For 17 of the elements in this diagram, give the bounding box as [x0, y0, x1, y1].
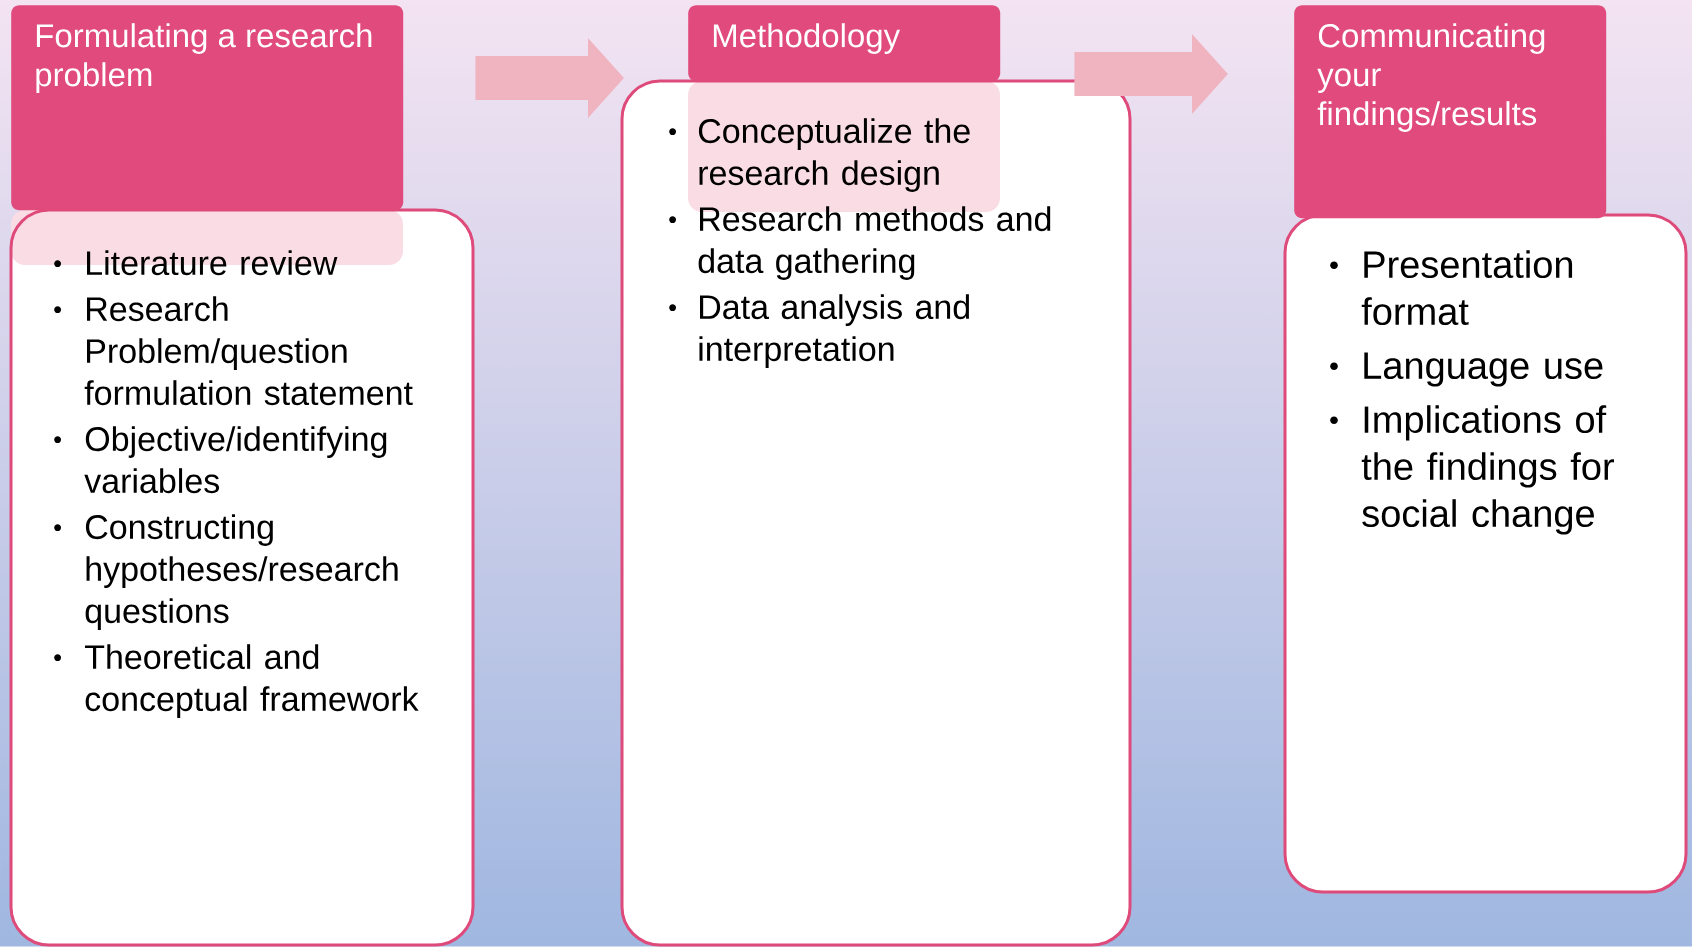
list-item: Data analysis and interpretation: [669, 294, 969, 368]
list-item: Objective/identifying variables: [54, 426, 387, 494]
list-item: Implications of the findings for social change: [1330, 405, 1614, 535]
list-item: Constructing hypotheses/research questions: [54, 514, 398, 630]
list-item: Presentation format: [1330, 250, 1573, 326]
header-box: Communicating your findings/results: [1294, 5, 1607, 219]
header-box: Methodology: [688, 5, 1001, 82]
content-card: [9, 208, 475, 947]
list-item: Research methods and data gathering: [669, 206, 1051, 280]
list-item: Literature review: [54, 250, 338, 276]
list-item: Research Problem/question formulation statement: [54, 296, 413, 406]
list-item: Conceptualize the research design: [669, 118, 970, 192]
header-box: Formulating a research problem: [11, 5, 404, 211]
list-item: Theoretical and conceptual framework: [54, 644, 419, 718]
content-card: [620, 79, 1132, 947]
list-item: Language use: [1330, 352, 1603, 387]
content-card: [1283, 213, 1688, 894]
